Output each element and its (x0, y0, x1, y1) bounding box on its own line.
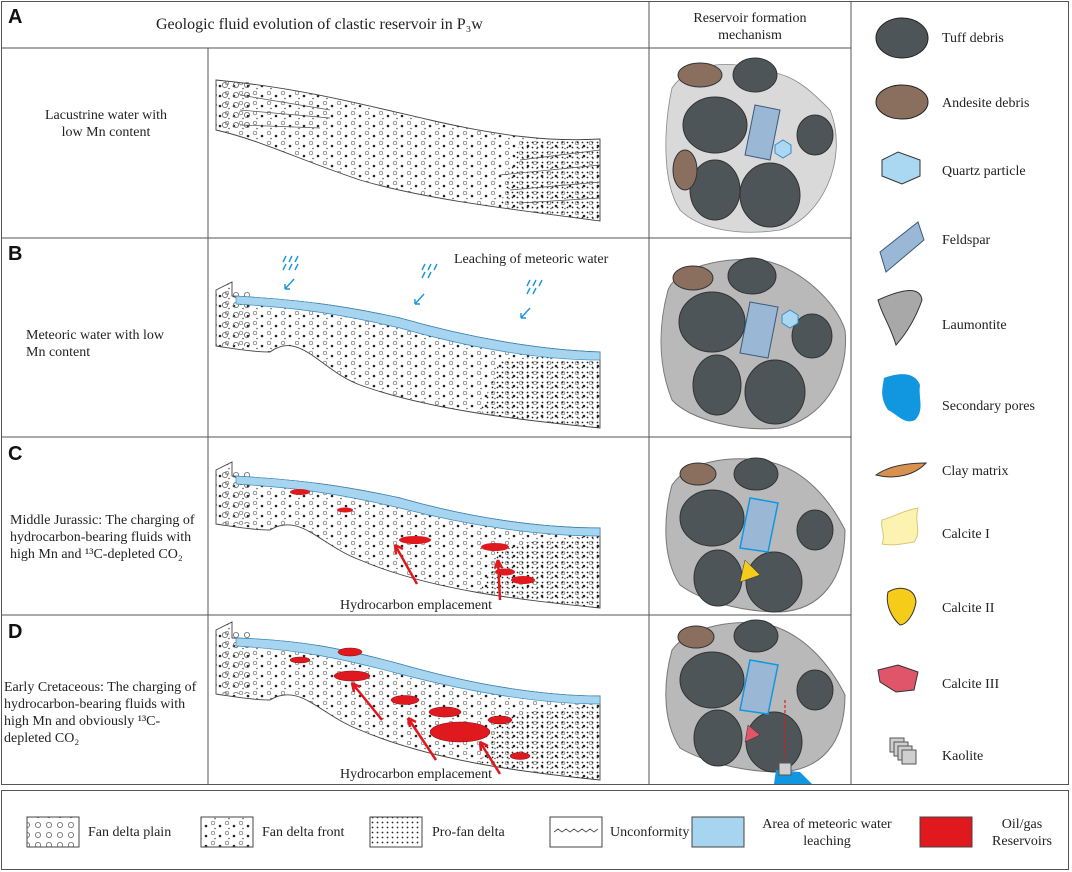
mechanism-a (665, 57, 837, 233)
secondary-pores-icon (882, 374, 921, 422)
hc-emplacement-label-d: Hydrocarbon emplacement (340, 767, 492, 782)
tuff-debris-icon (875, 17, 929, 59)
unconformity-icon (549, 816, 603, 848)
andesite-debris-icon (875, 84, 929, 120)
legend-label-andesite: Andesite debris (942, 96, 1030, 111)
reservoirs-d (289, 647, 531, 760)
legend-label-tuff: Tuff debris (942, 31, 1004, 46)
facies-label-pro: Pro-fan delta (432, 825, 505, 840)
calcite-i-icon (881, 507, 919, 546)
rain-drops (282, 255, 543, 319)
bottom-legend-frame (1, 790, 1069, 870)
panel-letter-d: D (8, 621, 23, 643)
legend-label-feldspar: Feldspar (942, 233, 991, 248)
facies-label-oil-gas: Oil/gas Reservoirs (992, 817, 1052, 849)
panel-letter-a: A (8, 6, 23, 28)
meteoric-leaching-icon (691, 816, 745, 848)
legend-label-kaolite: Kaolite (942, 749, 984, 764)
calcite-iii-icon (877, 664, 919, 693)
fan-delta-plain-icon (26, 816, 80, 848)
kaolite-icon (889, 737, 917, 765)
hc-emplacement-label-c: Hydrocarbon emplacement (340, 598, 492, 613)
panel-b-description: Meteoric water with low Mn content (26, 328, 165, 360)
fan-delta-front-icon (200, 816, 254, 848)
panel-c-description: Middle Jurassic: The charging of hydroca… (10, 513, 195, 562)
leaching-label: Leaching of meteoric water (454, 252, 609, 267)
panel-letter-c: C (8, 443, 23, 465)
facies-label-front: Fan delta front (262, 825, 345, 840)
facies-label-plain: Fan delta plain (88, 825, 172, 840)
panel-a-section (215, 79, 601, 222)
legend-label-calcite-i: Calcite I (942, 527, 990, 542)
oil-gas-reservoir-icon (919, 816, 973, 848)
facies-label-meteoric: Area of meteoric water leaching (762, 817, 892, 849)
panel-d-section (215, 621, 601, 781)
reservoirs-c (290, 489, 535, 584)
quartz-particle-icon (881, 151, 921, 185)
feldspar-icon (879, 221, 925, 273)
legend-label-secondary-pores: Secondary pores (942, 399, 1035, 414)
mechanism-title: Reservoir formation mechanism (693, 11, 807, 43)
panel-letter-b: B (8, 243, 23, 265)
laumontite-icon (877, 290, 923, 346)
legend-label-quartz: Quartz particle (942, 164, 1026, 179)
mechanism-c (665, 457, 846, 613)
panel-b-section (215, 255, 601, 429)
clay-matrix-icon (874, 462, 928, 478)
legend-label-calcite-iii: Calcite III (942, 677, 1000, 692)
mechanism-b (660, 257, 847, 430)
panel-d-description: Early Cretaceous: The charging of hydroc… (4, 680, 197, 746)
main-frame (1, 1, 1069, 785)
panel-a-description: Lacustrine water with low Mn content (44, 108, 168, 140)
legend-label-calcite-ii: Calcite II (942, 601, 995, 616)
mechanism-d (665, 619, 846, 784)
legend-label-clay: Clay matrix (942, 464, 1009, 479)
page-title: Geologic fluid evolution of clastic rese… (156, 16, 483, 33)
calcite-ii-icon (886, 587, 917, 626)
panel-c-section (215, 461, 601, 609)
legend-label-laumontite: Laumontite (942, 318, 1007, 333)
facies-label-unconformity: Unconformity (610, 825, 690, 840)
pro-fan-delta-icon (369, 816, 423, 848)
